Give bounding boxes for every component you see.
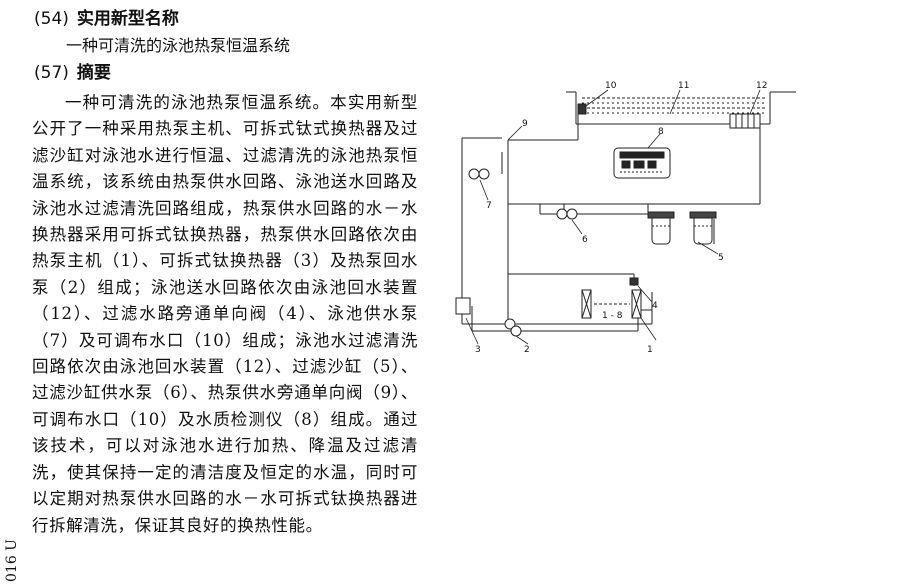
- abstract-section-code: (57): [34, 63, 69, 83]
- abstract-section-heading: (57) 摘要: [34, 62, 111, 84]
- label-5: 5: [718, 253, 724, 263]
- title-section-code: (54): [34, 9, 69, 29]
- sand-filter-tanks: [647, 211, 717, 245]
- label-8: 8: [658, 127, 664, 137]
- pool-supply-pump: [468, 168, 490, 180]
- leader-lines: [465, 89, 761, 345]
- water-distributor: [577, 103, 587, 115]
- label-4: 4: [652, 301, 658, 311]
- system-diagram: 1 - 8 1 2 3 4 5 6: [448, 74, 808, 364]
- label-6: 6: [582, 235, 588, 245]
- heat-pump-return-pump: [504, 318, 522, 337]
- pool-tank: [566, 91, 796, 125]
- title-section-label: 实用新型名称: [76, 9, 179, 29]
- abstract-text: 一种可清洗的泳池热泵恒温系统。本实用新型公开了一种采用热泵主机、可拆式钛式换热器…: [32, 93, 418, 535]
- label-12: 12: [756, 81, 767, 91]
- margin-document-code: 016 U: [4, 539, 20, 582]
- heat-pump-unit-text: 1 - 8: [602, 311, 623, 321]
- sand-filter-supply-pump: [556, 208, 578, 220]
- label-3: 3: [475, 345, 481, 355]
- filter-bypass-check-valve: [629, 277, 639, 286]
- label-11: 11: [678, 81, 689, 91]
- utility-model-title: 一种可清洗的泳池热泵恒温系统: [66, 36, 291, 55]
- abstract-section-label: 摘要: [76, 63, 111, 83]
- titanium-heat-exchanger: [455, 297, 471, 315]
- label-2: 2: [524, 345, 530, 355]
- pool-return-device: [729, 113, 761, 129]
- label-9: 9: [522, 119, 528, 129]
- title-section-heading: (54) 实用新型名称: [34, 8, 179, 30]
- heat-pump-unit: 1 - 8: [581, 289, 642, 321]
- label-10: 10: [605, 81, 617, 91]
- water-quality-monitor: [613, 147, 671, 179]
- label-1: 1: [647, 345, 653, 355]
- label-7: 7: [486, 201, 492, 211]
- piping: [461, 114, 761, 332]
